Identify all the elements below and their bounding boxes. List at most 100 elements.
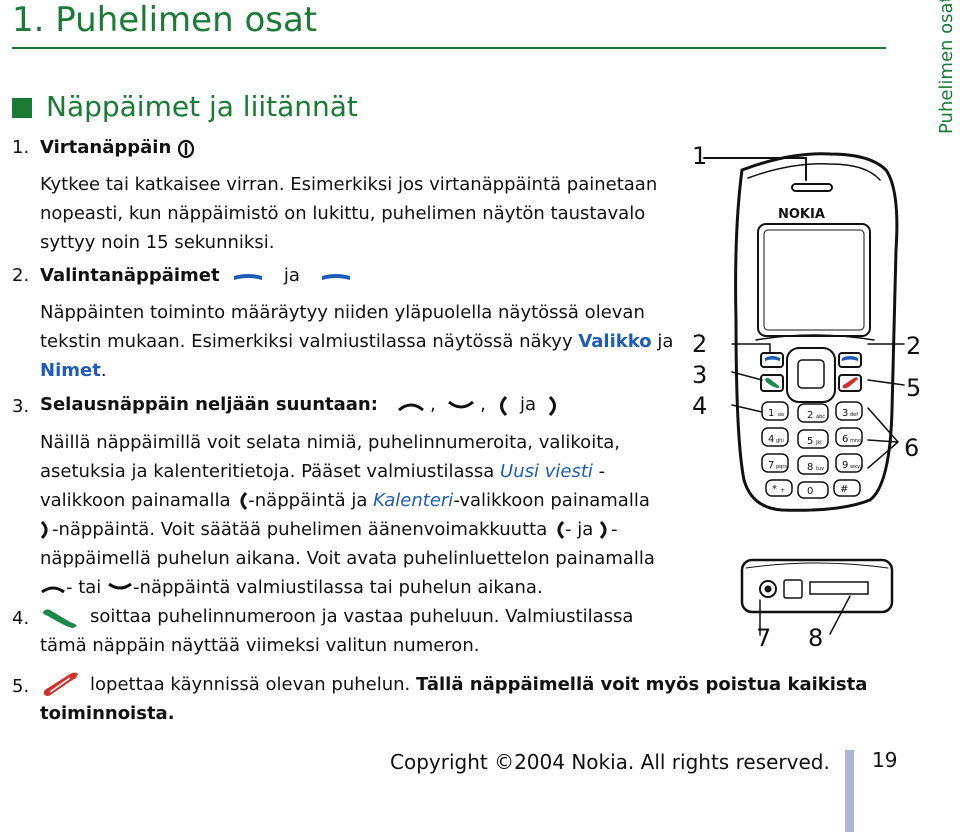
scroll-up-icon: [41, 586, 65, 594]
copyright: Copyright ©2004 Nokia. All rights reserv…: [390, 750, 830, 774]
item-4-number: 4.: [12, 608, 30, 629]
phone-key-star-sub: +: [780, 487, 785, 494]
item-3-line-6a: - tai: [66, 577, 102, 598]
nimet-term: Nimet: [40, 360, 101, 381]
scroll-right-icon: [599, 520, 607, 540]
callout-3: 3: [692, 361, 707, 389]
item-3-line-4: -näppäintä. Voit säätää puhelimen äänenv…: [40, 515, 617, 544]
scroll-left-icon: [557, 520, 565, 540]
power-icon: [178, 139, 195, 158]
item-4-line-2: tämä näppäin näyttää viimeksi valitun nu…: [40, 635, 480, 656]
section-title: Näppäimet ja liitännät: [46, 90, 358, 123]
phone-key-3-sub: def: [850, 412, 858, 418]
item-2-heading: Valintanäppäimet ja: [40, 265, 353, 286]
call-key-icon: [42, 609, 77, 628]
phone-key-7-sub: pqrs: [776, 464, 787, 470]
page-number: 19: [872, 748, 898, 772]
phone-key-2-sub: abc: [816, 414, 825, 420]
item-3-line-6b: -näppäintä valmiustilassa tai puhelun ai…: [133, 577, 543, 598]
item-3-number: 3.: [12, 396, 30, 417]
callout-8: 8: [808, 624, 823, 652]
phone-key-6-sub: mno: [850, 438, 861, 444]
item-1-heading: Virtanäppäin: [40, 137, 196, 159]
item-3-sep-1: ,: [430, 394, 436, 415]
callout-1: 1: [692, 142, 707, 170]
item-3-line-3: valikkoon painamalla -näppäintä ja Kalen…: [40, 486, 650, 515]
phone-key-8: 8: [807, 462, 813, 473]
item-3-line-5: näppäimellä puhelun aikana. Voit avata p…: [40, 548, 655, 569]
item-3-line-3a: valikkoon painamalla: [40, 490, 231, 511]
item-3-dash: -: [592, 461, 606, 482]
item-1-line-3: syttyy noin 15 sekunniksi.: [40, 232, 275, 253]
item-3-line-3b: -näppäintä ja: [248, 490, 368, 511]
item-2-line-3: Nimet.: [40, 356, 107, 385]
item-2-mid: ja: [657, 331, 674, 352]
item-2-label: Valintanäppäimet: [40, 265, 220, 286]
item-5-line-1a: lopettaa käynnissä olevan puhelun.: [90, 674, 411, 695]
chapter-rule: [12, 47, 886, 49]
item-3-line-2: asetuksia ja kalenteritietoja. Pääset va…: [40, 457, 605, 486]
phone-key-9: 9: [842, 460, 848, 471]
phone-key-5-sub: jkl: [815, 440, 822, 446]
scroll-left-icon: [240, 491, 248, 511]
item-3-line-4a: -näppäintä. Voit säätää puhelimen äänenv…: [52, 519, 548, 540]
phone-key-1-sub: oo: [778, 412, 784, 418]
item-1-line-2: nopeasti, kun näppäimistö on lukittu, pu…: [40, 203, 646, 224]
item-3-sep-3: ja: [519, 394, 537, 415]
item-5-line-2: toiminnoista.: [40, 703, 175, 724]
phone-key-4-sub: ghi: [776, 438, 784, 444]
item-3-line-6: - tai -näppäintä valmiustilassa tai puhe…: [40, 573, 543, 602]
valikko-term: Valikko: [578, 331, 652, 352]
scroll-down-icon: [448, 400, 474, 408]
callout-2-right: 2: [906, 332, 921, 360]
item-2-end: .: [100, 360, 107, 381]
item-3-sep-2: ,: [480, 394, 486, 415]
phone-key-star: *: [772, 484, 777, 495]
item-1-number: 1.: [12, 137, 30, 158]
phone-key-9-sub: wxyz: [850, 464, 863, 470]
scroll-up-icon: [398, 403, 425, 411]
phone-illustration: 1 2 3 4 5 6 7 8 9 * 0 # oo abc def ghi j…: [692, 142, 921, 652]
right-selection-key-icon: [321, 273, 350, 280]
item-2-line-2: tekstin mukaan. Esimerkiksi valmiustilas…: [40, 327, 673, 356]
item-3-line-2-text: asetuksia ja kalenteritietoja. Pääset va…: [40, 461, 495, 482]
scroll-right-icon: [40, 520, 48, 540]
item-2-line-2-text: tekstin mukaan. Esimerkiksi valmiustilas…: [40, 331, 573, 352]
item-3-line-4c: -: [610, 519, 618, 540]
phone-key-5: 5: [807, 436, 813, 447]
scroll-right-icon: [548, 395, 557, 416]
item-3-line-1: Näillä näppäimillä voit selata nimiä, pu…: [40, 432, 621, 453]
phone-key-7: 7: [768, 460, 774, 471]
callout-4: 4: [692, 392, 707, 420]
item-1-line-1: Kytkee tai katkaisee virran. Esimerkiksi…: [40, 174, 658, 195]
kalenteri-term: Kalenteri: [373, 490, 454, 511]
callout-2-left: 2: [692, 330, 707, 358]
phone-key-1: 1: [768, 408, 774, 419]
side-tab-label: Puhelimen osat: [936, 0, 957, 134]
item-3-line-3c: -valikkoon painamalla: [453, 490, 650, 511]
chapter-title: 1. Puhelimen osat: [12, 0, 318, 40]
item-1-label: Virtanäppäin: [40, 137, 172, 158]
phone-key-3: 3: [842, 408, 848, 419]
left-selection-key-icon: [233, 273, 262, 280]
uusi-viesti-term: Uusi viesti: [500, 461, 593, 482]
item-5-number: 5.: [12, 676, 30, 697]
end-key-icon: [43, 672, 78, 696]
item-2-number: 2.: [12, 265, 30, 286]
phone-key-6: 6: [842, 434, 848, 445]
item-5-line-1: lopettaa käynnissä olevan puhelun. Tällä…: [90, 670, 867, 699]
item-2-and: ja: [283, 265, 300, 286]
item-3-line-4b: - ja: [564, 519, 594, 540]
phone-key-hash: #: [840, 484, 848, 495]
item-3-heading: Selausnäppäin neljään suuntaan: , , ja: [40, 394, 561, 417]
phone-key-0: 0: [807, 486, 813, 497]
scroll-left-icon: [499, 395, 508, 416]
item-3-label: Selausnäppäin neljään suuntaan:: [40, 394, 378, 415]
item-4-line-1: soittaa puhelinnumeroon ja vastaa puhelu…: [90, 606, 634, 627]
item-5-line-1b: Tällä näppäimellä voit myös poistua kaik…: [416, 674, 868, 695]
phone-key-4: 4: [768, 434, 774, 445]
phone-key-2: 2: [807, 410, 813, 421]
item-2-line-1: Näppäinten toiminto määräytyy niiden ylä…: [40, 302, 645, 323]
callout-5: 5: [906, 374, 921, 402]
phone-brand: NOKIA: [778, 207, 825, 222]
